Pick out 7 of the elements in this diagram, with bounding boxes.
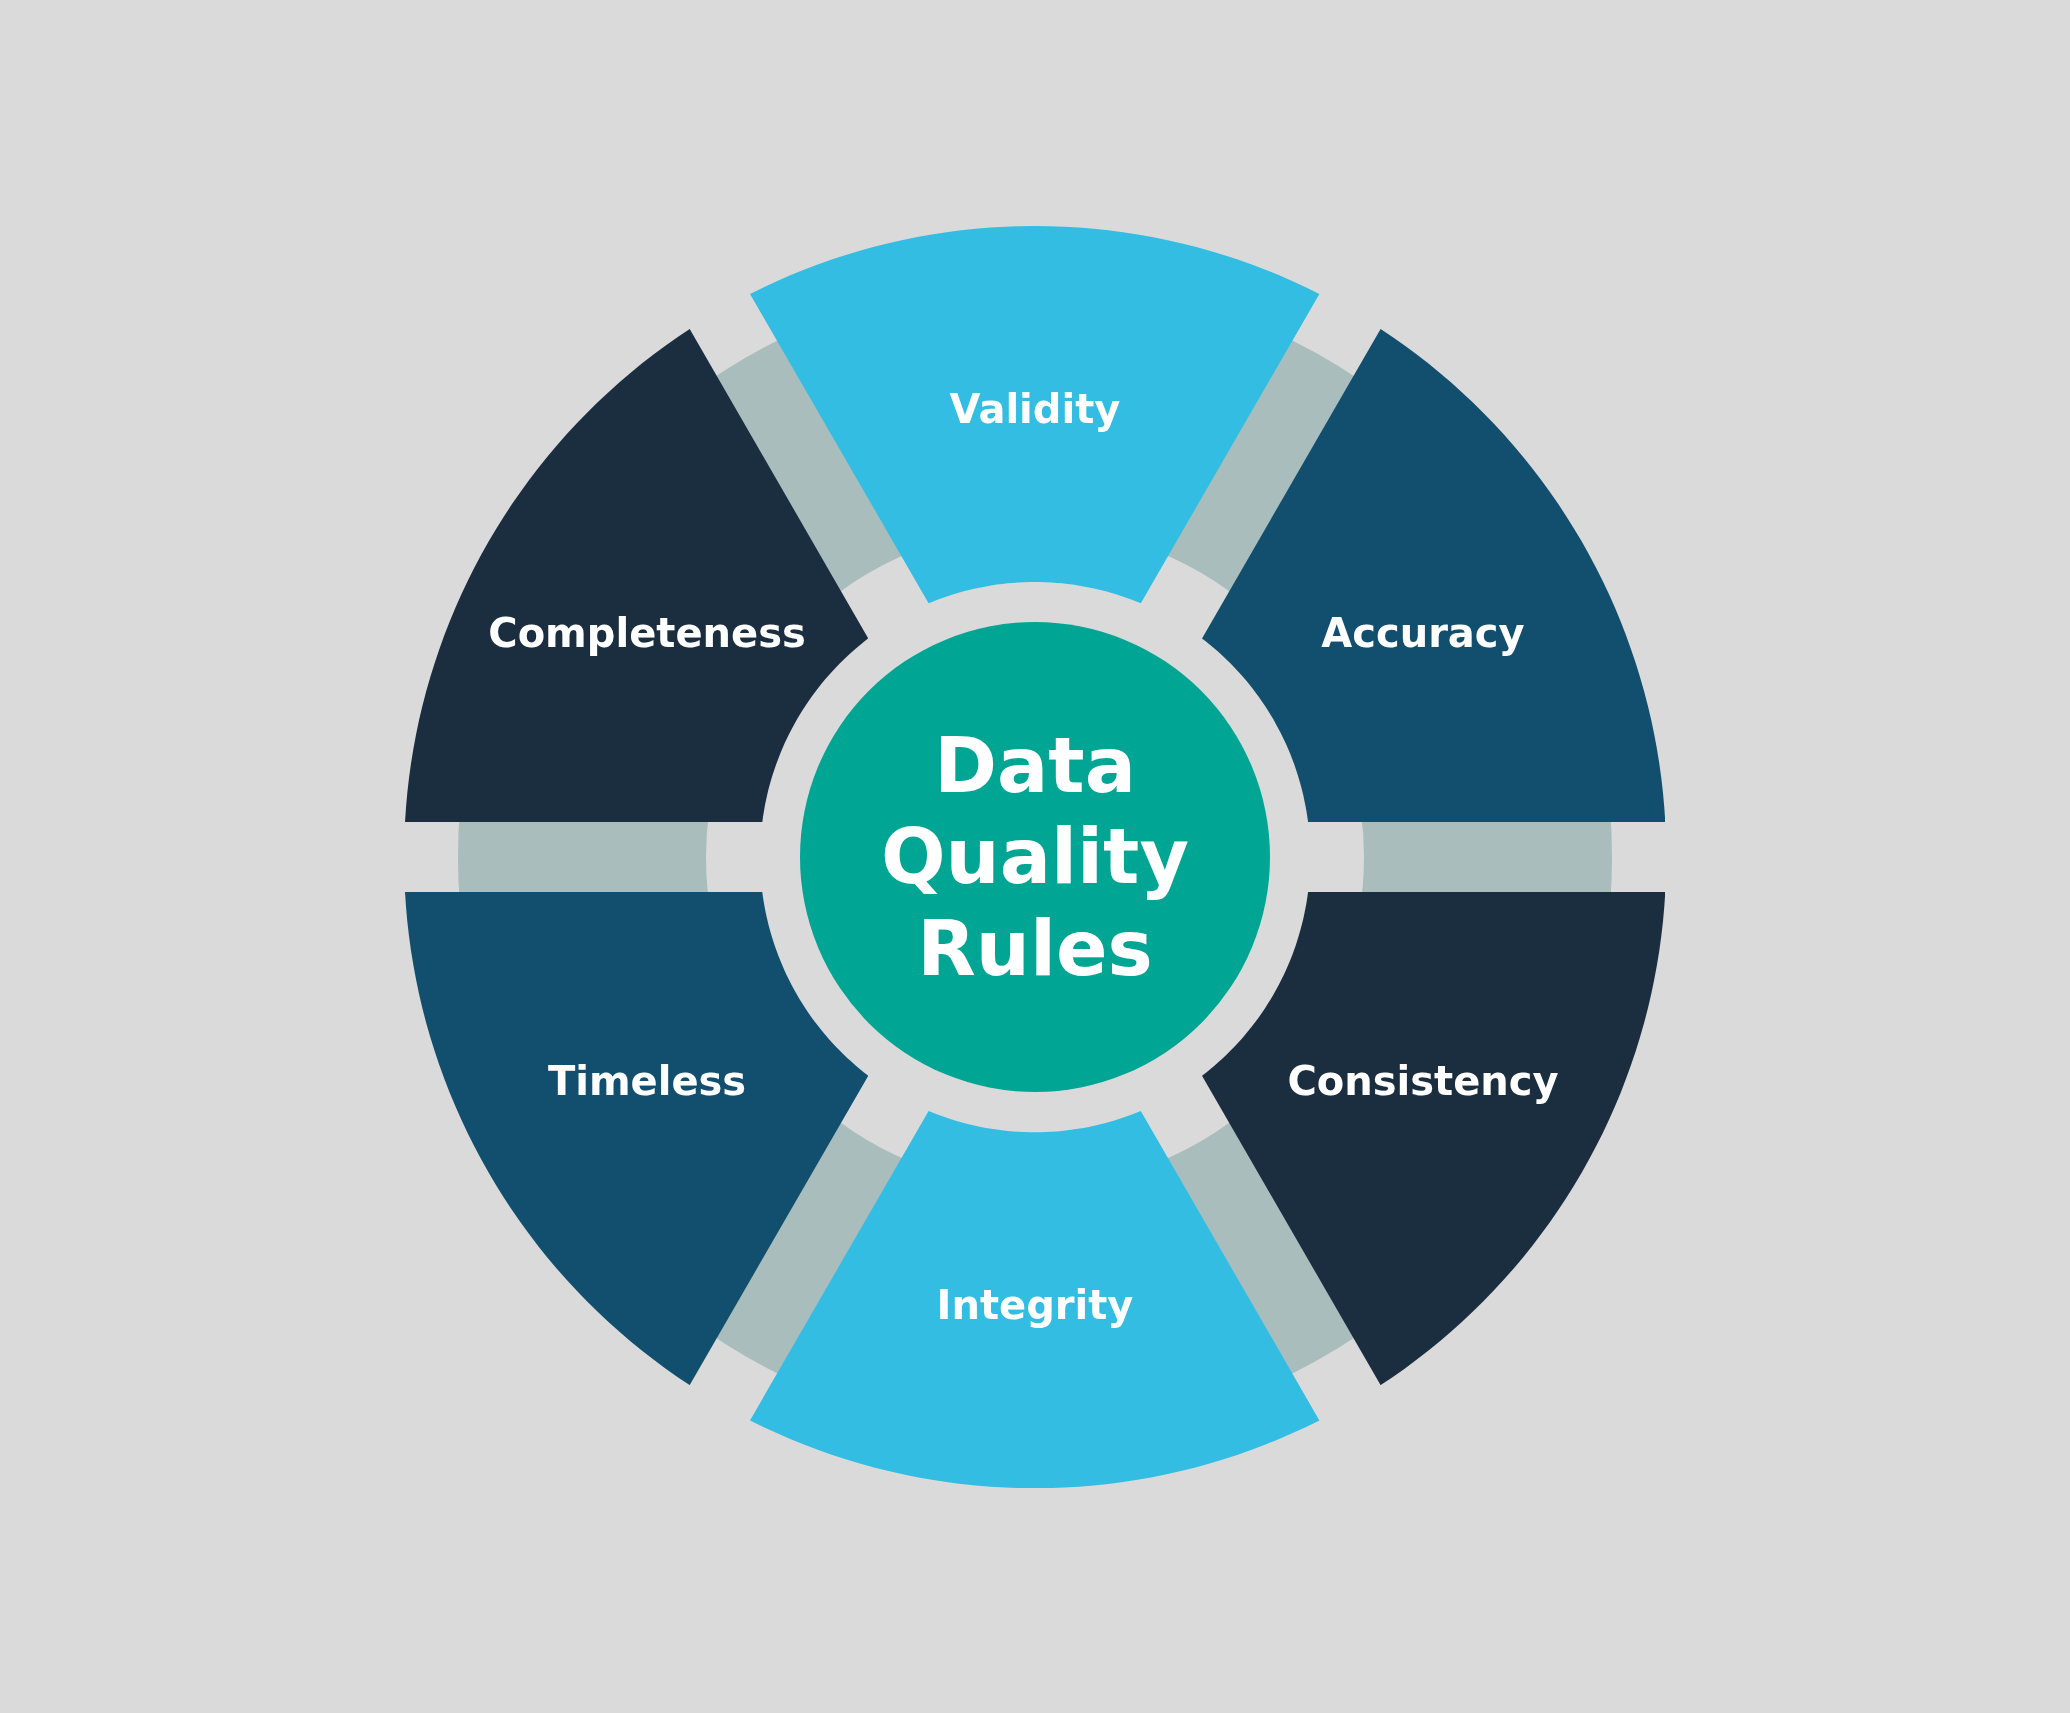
segment-label: Timeless bbox=[547, 1058, 747, 1104]
segment-label: Integrity bbox=[936, 1282, 1134, 1328]
segment-label: Completeness bbox=[488, 610, 806, 656]
segment-label: Consistency bbox=[1287, 1058, 1559, 1104]
center-title: Data Quality Rules bbox=[880, 720, 1190, 994]
segment-label: Validity bbox=[949, 386, 1121, 432]
segment-label: Accuracy bbox=[1321, 610, 1525, 656]
